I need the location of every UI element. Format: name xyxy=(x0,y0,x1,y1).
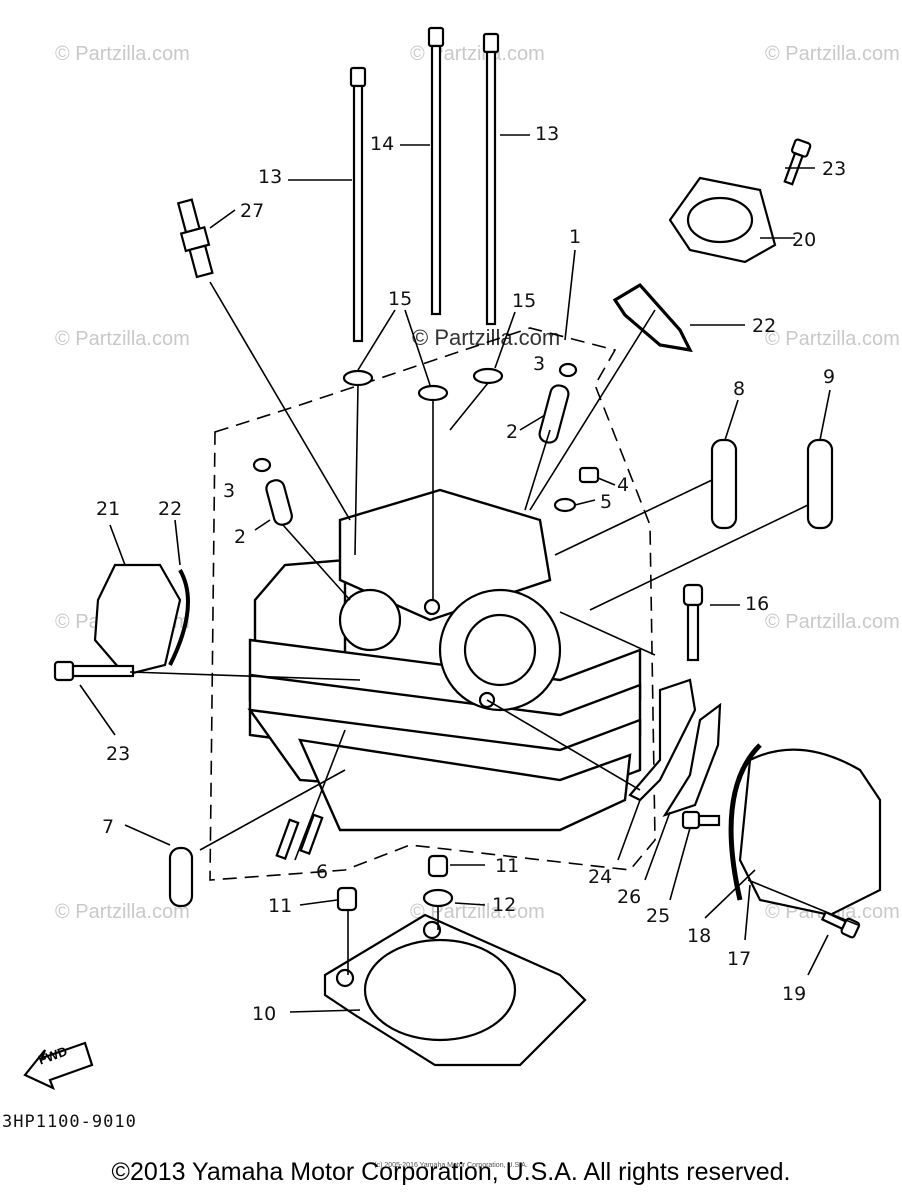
bolt-shank xyxy=(485,50,497,326)
callout-13: 13 xyxy=(258,166,282,188)
cam-bore-left xyxy=(338,588,402,652)
callout-18: 18 xyxy=(687,925,711,947)
chain-guides xyxy=(168,438,834,908)
callout-25: 25 xyxy=(646,905,670,927)
callout-11: 11 xyxy=(268,895,292,917)
watermark: © Partzilla.com xyxy=(765,611,900,633)
leader-lines xyxy=(79,134,859,1013)
bolt-shank xyxy=(352,84,364,343)
stud-bolts xyxy=(275,813,324,860)
callout-17: 17 xyxy=(727,948,751,970)
bolt-23-left xyxy=(53,660,135,682)
drawing-code: 3HP1100-9010 xyxy=(2,1112,137,1132)
watermarks: © Partzilla.com © Partzilla.com © Partzi… xyxy=(55,43,900,923)
callout-20: 20 xyxy=(792,229,816,251)
callout-1: 1 xyxy=(569,226,581,248)
head-bolts xyxy=(349,26,500,343)
watermark: © Partzilla.com xyxy=(410,43,545,65)
bolt-19 xyxy=(820,910,861,939)
watermark: © Partzilla.com xyxy=(55,328,190,350)
watermark: © Partzilla.com xyxy=(55,901,190,923)
gasket-24 xyxy=(628,678,697,802)
watermark: © Partzilla.com xyxy=(765,43,900,65)
callout-14: 14 xyxy=(370,133,394,155)
callout-22: 22 xyxy=(158,498,182,520)
callout-8: 8 xyxy=(733,378,745,400)
bolt-head xyxy=(482,32,500,54)
o-ring-22 xyxy=(612,282,693,353)
assembly-outline xyxy=(209,327,656,881)
watermark: © Partzilla.com xyxy=(765,328,900,350)
watermark: © Partzilla.com xyxy=(55,43,190,65)
callouts: 1 2 2 3 3 4 5 6 7 8 9 10 11 11 12 13 13 … xyxy=(96,123,846,1025)
callout-11: 11 xyxy=(495,855,519,877)
callout-24: 24 xyxy=(588,866,612,888)
callout-7: 7 xyxy=(102,816,114,838)
callout-23: 23 xyxy=(822,158,846,180)
callout-22: 22 xyxy=(752,315,776,337)
bolt-head xyxy=(349,66,367,88)
callout-21: 21 xyxy=(96,498,120,520)
head-gasket-10 xyxy=(323,913,587,1067)
callout-3: 3 xyxy=(533,353,545,375)
copyright-notice: ©2013 Yamaha Motor Corporation, U.S.A. A… xyxy=(111,1158,791,1186)
callout-9: 9 xyxy=(823,366,835,388)
callout-15: 15 xyxy=(388,288,412,310)
watermark-center: © Partzilla.com xyxy=(412,325,560,350)
callout-10: 10 xyxy=(252,1003,276,1025)
callout-5: 5 xyxy=(600,491,612,513)
cylinder-head xyxy=(247,488,642,832)
tiny-credit: (c) 2005-2016 Yamaha Motor Corporation, … xyxy=(374,1162,528,1169)
bolt-16 xyxy=(682,583,704,662)
spark-plug xyxy=(176,198,214,279)
side-cover-17 xyxy=(728,743,882,917)
callout-3: 3 xyxy=(223,480,235,502)
callout-23: 23 xyxy=(106,743,130,765)
callout-27: 27 xyxy=(240,200,264,222)
watermark: © Partzilla.com xyxy=(410,901,545,923)
callout-6: 6 xyxy=(316,861,328,883)
intake-cover xyxy=(668,176,777,264)
seal-12 xyxy=(422,888,454,908)
callout-4: 4 xyxy=(617,474,629,496)
callout-26: 26 xyxy=(617,886,641,908)
dowel-11 xyxy=(336,886,358,912)
fwd-arrow-icon xyxy=(23,1041,94,1091)
dowel-11 xyxy=(427,854,449,878)
tappet-cover-21 xyxy=(93,563,190,677)
callout-16: 16 xyxy=(745,593,769,615)
screw-4 xyxy=(578,466,600,484)
callout-13: 13 xyxy=(535,123,559,145)
bolt-head xyxy=(427,26,445,48)
washer-5 xyxy=(553,497,577,513)
bolt-23-top xyxy=(783,138,812,186)
bolt-shank xyxy=(430,44,442,316)
valve-guides xyxy=(252,362,578,526)
callout-12: 12 xyxy=(492,894,516,916)
callout-15: 15 xyxy=(512,290,536,312)
callout-19: 19 xyxy=(782,983,806,1005)
plate-26 xyxy=(662,702,722,818)
callout-2: 2 xyxy=(234,526,246,548)
callout-2: 2 xyxy=(506,421,518,443)
bolt-25 xyxy=(681,810,721,830)
